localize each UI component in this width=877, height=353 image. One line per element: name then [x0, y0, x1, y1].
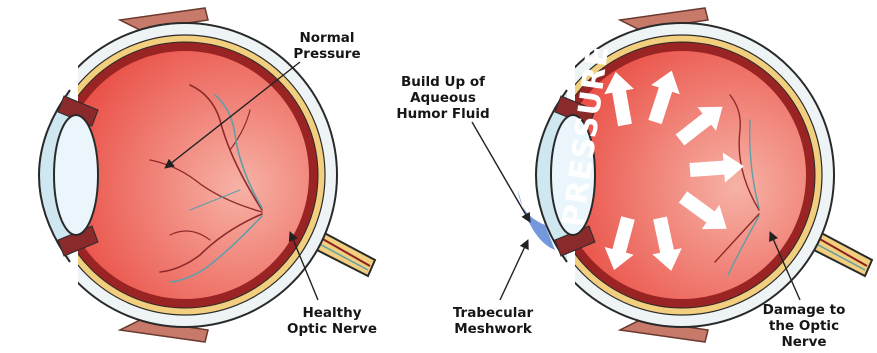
trabecular-meshwork-label: Trabecular Meshwork [438, 305, 548, 337]
glaucoma-eye: PRESSURE [472, 8, 872, 342]
build-up-label: Build Up of Aqueous Humor Fluid [383, 74, 503, 122]
normal-pressure-label: Normal Pressure [282, 30, 372, 62]
healthy-optic-nerve-label: Healthy Optic Nerve [284, 305, 380, 337]
damage-optic-nerve-label: Damage to the Optic Nerve [756, 302, 852, 350]
lens [54, 115, 98, 235]
